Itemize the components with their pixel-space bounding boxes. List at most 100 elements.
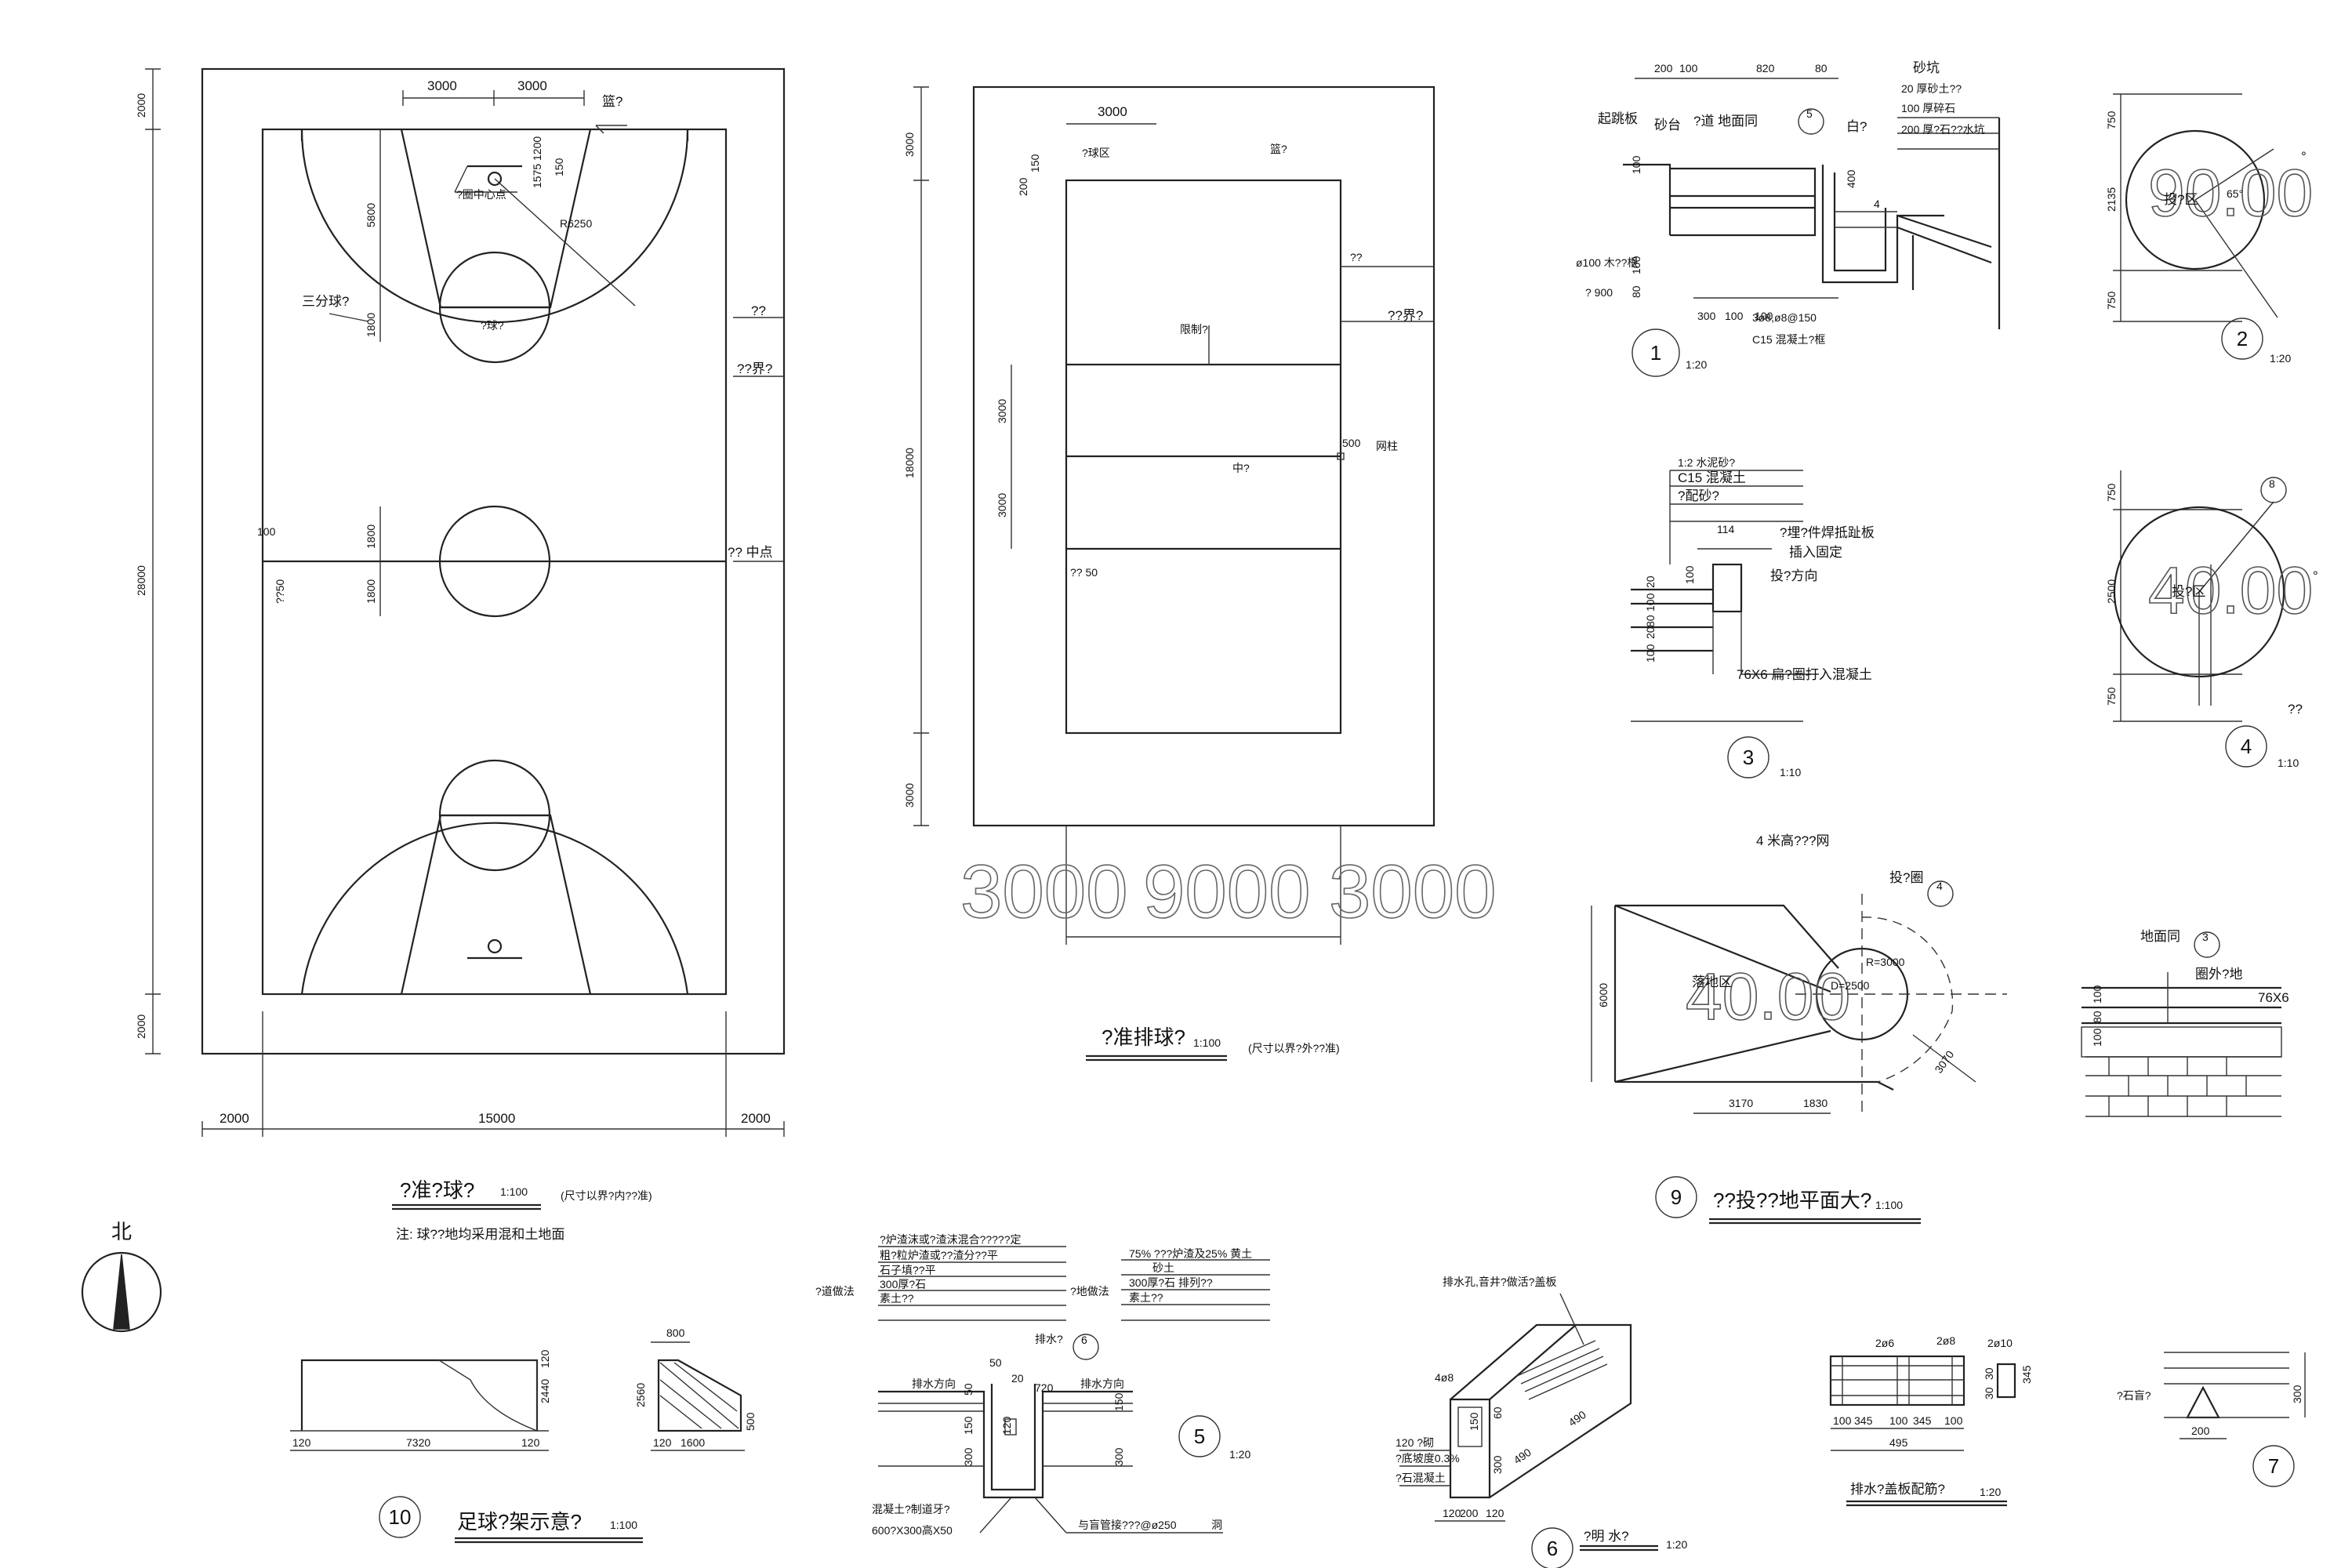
d1-rebar: 3ø8,ø8@150 bbox=[1752, 311, 1817, 324]
d5-pipe: 与盲管接???@ø250 bbox=[1078, 1519, 1177, 1531]
d6-dim-4: 60 bbox=[1491, 1406, 1504, 1419]
dim-small-2: ??50 bbox=[274, 579, 286, 604]
d1-track: ?道 地面同 bbox=[1693, 114, 1758, 129]
d3-scale: 1:10 bbox=[1780, 766, 1801, 779]
d5-hole: 洞 bbox=[1211, 1519, 1222, 1531]
d6-dim-7: 150 bbox=[1468, 1412, 1480, 1431]
vb-label-width: ?? 50 bbox=[1070, 566, 1098, 579]
d1-l1: 20 厚砂土?? bbox=[1901, 82, 1962, 95]
d1-dim-5: 400 bbox=[1845, 169, 1857, 188]
cover-dim-8: 30 bbox=[1983, 1387, 1995, 1399]
dim-bottom-left: 2000 bbox=[220, 1111, 249, 1126]
d6-dim-2: 120 bbox=[1486, 1507, 1504, 1519]
detail-6: 排水孔,音井?做活?盖板 4ø8 120 ?砌 ?底坡度0.3% ?石混凝土 1… bbox=[1396, 1276, 1687, 1568]
d6-num: 6 bbox=[1547, 1537, 1558, 1560]
concrete-layer bbox=[2081, 1026, 2282, 1058]
d3-layer-1: C15 混凝土 bbox=[1678, 470, 1746, 485]
d3-layer-2: ?配砂? bbox=[1678, 488, 1719, 503]
d6-title: ?明 水? bbox=[1584, 1529, 1629, 1544]
detail-5: ?炉渣沫或?渣沫混合?????定 粗?粒炉渣或??渣分??平 石子填??平 30… bbox=[815, 1233, 1270, 1537]
vb-label-side: ?? bbox=[1350, 251, 1363, 263]
detail-7-marker bbox=[2252, 1445, 2295, 1487]
d5-dim-2: 50 bbox=[962, 1383, 975, 1396]
d2-dim-2: 750 bbox=[2105, 291, 2118, 310]
d1-dim-9: 100 bbox=[1755, 310, 1773, 322]
d9-dim-1: 3170 bbox=[1729, 1097, 1753, 1109]
d5-field-2: 300厚?石 排列?? bbox=[1129, 1276, 1213, 1289]
cover-dim-7: 345 bbox=[2020, 1365, 2033, 1384]
dim-top-a: 3000 bbox=[427, 78, 457, 93]
ring-ground: 地面同 bbox=[2140, 929, 2180, 944]
dim-ft-half: 1800 bbox=[365, 313, 377, 337]
d7-dim-0: 300 bbox=[2291, 1385, 2303, 1403]
d5-dim-3: 720 bbox=[1035, 1381, 1054, 1394]
cover-dim-0: 100 bbox=[1833, 1414, 1852, 1427]
dim-bottom-mid: 15000 bbox=[478, 1111, 515, 1126]
ref-circle-4 bbox=[1927, 880, 1954, 907]
vb-bottom-dim-2: 9000 bbox=[1143, 850, 1311, 934]
d10-scale: 1:100 bbox=[610, 1519, 637, 1531]
d6-scale: 1:20 bbox=[1666, 1538, 1687, 1551]
d2-big: 90.00 bbox=[2148, 156, 2313, 230]
d6-l2: ?底坡度0.3% bbox=[1396, 1452, 1460, 1465]
dim-left-top: 2000 bbox=[135, 93, 147, 118]
d5-track-0: ?炉渣沫或?渣沫混合?????定 bbox=[880, 1233, 1022, 1246]
d3-dim-4: 100 bbox=[1644, 644, 1657, 662]
d3-pipe: 76X6 扁?圈打入混凝土 bbox=[1737, 667, 1872, 682]
ring-dim-1: 80 bbox=[2091, 1011, 2103, 1023]
detail-9-marker bbox=[1655, 1176, 1697, 1218]
dim-key-len: 5800 bbox=[365, 203, 377, 227]
label-side-a: ?? bbox=[751, 303, 766, 318]
d2-scale: 1:20 bbox=[2270, 352, 2291, 365]
d7-num: 7 bbox=[2268, 1454, 2279, 1478]
basketball-note: 注: 球??地均采用混和土地面 bbox=[396, 1227, 564, 1242]
d1-dim-4: 100 bbox=[1630, 155, 1642, 174]
detail-1: 200 100 820 80 起跳板 砂台 ?道 地面同 5 白? 砂坑 20 … bbox=[1576, 60, 2001, 377]
cover-dim-1: 345 bbox=[1854, 1414, 1873, 1427]
d5-dim-0: 50 bbox=[989, 1356, 1002, 1369]
detail-10-marker bbox=[379, 1496, 421, 1538]
d2-dim-0: 750 bbox=[2105, 111, 2118, 129]
d5-dim-6: 300 bbox=[962, 1447, 975, 1466]
d6-dim-3: 300 bbox=[1491, 1455, 1504, 1474]
d3-num: 3 bbox=[1743, 746, 1754, 769]
detail-7: ?石盲? 300 200 7 bbox=[2117, 1352, 2306, 1487]
vb-label-board: 篮? bbox=[1270, 143, 1287, 155]
d10-dim-0: 120 bbox=[292, 1436, 311, 1449]
volleyball-note-dims: (尺寸以界?外??准) bbox=[1248, 1042, 1340, 1054]
d4-deg: ° bbox=[2313, 568, 2318, 583]
d1-dim-7: 80 bbox=[1630, 285, 1642, 298]
detail-ring-section: 地面同 3 圈外?地 76X6 100 80 100 bbox=[2081, 929, 2289, 1117]
d3-layer-0: 1:2 水泥砂? bbox=[1678, 456, 1735, 469]
north-label: 北 bbox=[111, 1220, 132, 1243]
d3-dim-1: 100 bbox=[1644, 593, 1657, 612]
dim-r3: 150 bbox=[553, 158, 565, 176]
d4-ref: 8 bbox=[2269, 477, 2275, 490]
dim-cc-b: 1800 bbox=[365, 579, 377, 604]
d9-dim-0: 6000 bbox=[1597, 983, 1610, 1007]
vb-label-boundary: ??界? bbox=[1388, 308, 1423, 323]
d9-num: 9 bbox=[1671, 1185, 1682, 1209]
d1-num: 1 bbox=[1650, 341, 1661, 365]
detail-4-marker bbox=[2225, 725, 2267, 768]
d3-d100: 100 bbox=[1683, 565, 1696, 584]
d1-board: 起跳板 bbox=[1598, 111, 1638, 126]
d1-dim-2: 820 bbox=[1756, 62, 1775, 74]
d3-embed: ?埋?件焊抵趾板 bbox=[1780, 525, 1875, 540]
cover-label-0: 2ø6 bbox=[1875, 1337, 1894, 1349]
d1-dim-10: 300 bbox=[1697, 310, 1716, 322]
vb-bottom-dim-1: 3000 bbox=[960, 850, 1128, 934]
detail-2-marker bbox=[2221, 318, 2263, 360]
north-arrow: 北 bbox=[81, 1220, 162, 1333]
d5-size: 600?X300高X50 bbox=[872, 1524, 953, 1537]
ref-circle-8 bbox=[2260, 477, 2287, 503]
d5-scale: 1:20 bbox=[1229, 1448, 1250, 1461]
vb-dim-corner-b: 150 bbox=[1029, 154, 1041, 172]
dim-left-total: 28000 bbox=[135, 565, 147, 596]
d1-concrete: C15 混凝土?框 bbox=[1752, 333, 1825, 346]
d10-dim-3: 2440 bbox=[539, 1379, 551, 1403]
d5-track-4: 素土?? bbox=[880, 1292, 914, 1305]
d5-track: ?道做法 bbox=[815, 1285, 855, 1298]
d3-dim-2: 80 bbox=[1644, 615, 1657, 627]
